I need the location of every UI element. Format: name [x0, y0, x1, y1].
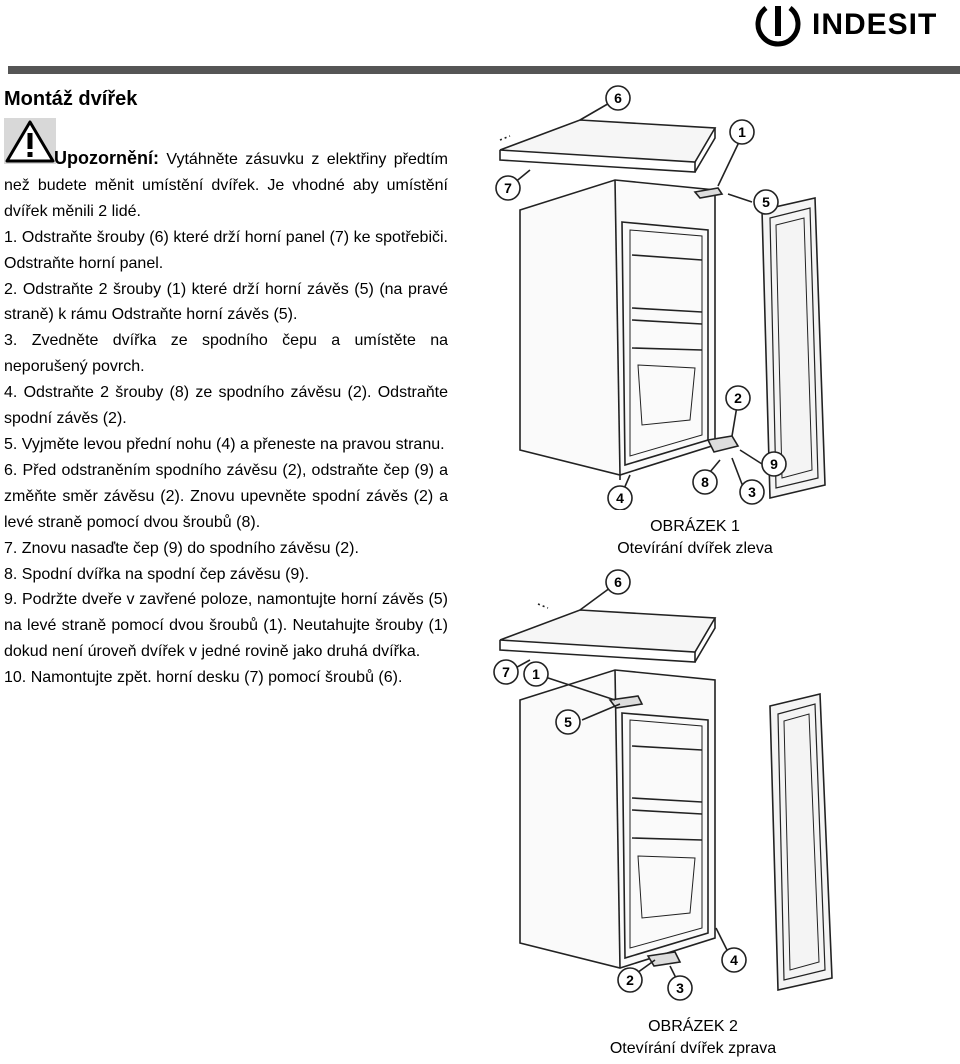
callout-4 [607, 485, 633, 510]
figure-2-subtitle: Otevírání dvířek zprava [609, 1040, 777, 1057]
callout-5 [555, 709, 581, 735]
step-1: 1. Odstraňte šrouby (6) které drží horní… [4, 228, 448, 272]
figure-1-subtitle: Otevírání dvířek zleva [617, 540, 773, 557]
figure-1-diagram: 6 7 1 5 2 9 8 3 4 [495, 85, 826, 510]
callout-4-label: 4 [616, 490, 624, 506]
step-10: 10. Namontujte zpět. horní desku (7) pom… [4, 669, 403, 687]
figure-1-callouts: 6 7 1 5 2 9 8 3 4 [495, 85, 787, 510]
callout-8 [692, 469, 718, 495]
callout-1 [729, 119, 755, 145]
warning-paragraph: Upozornění: Vytáhněte zásuvku z elektřin… [4, 146, 448, 225]
callout-2 [725, 385, 751, 411]
callout-2 [617, 967, 643, 993]
callout-7 [493, 659, 519, 685]
callout-2-label: 2 [734, 390, 742, 406]
warning-text: Vytáhněte zásuvku z elektřiny předtím ne… [4, 151, 448, 220]
callout-3-label: 3 [748, 484, 756, 500]
step-3: 3. Zvedněte dvířka ze spodního čepu a um… [4, 332, 448, 376]
callout-5-label: 5 [564, 714, 572, 730]
figure-2-caption: OBRÁZEK 2 Otevírání dvířek zprava [588, 1016, 798, 1060]
callout-3-label: 3 [676, 980, 684, 996]
figure-1-caption: OBRÁZEK 1 Otevírání dvířek zleva [590, 516, 800, 560]
section-title: Montáž dvířek [4, 88, 138, 110]
callout-8-label: 8 [701, 474, 709, 490]
callout-6 [605, 85, 631, 111]
callout-4 [721, 947, 747, 973]
callout-6-label: 6 [614, 90, 622, 106]
instructions: Upozornění: Vytáhněte zásuvku z elektřin… [4, 146, 448, 691]
callout-6-label: 6 [614, 574, 622, 590]
callout-1-label: 1 [738, 124, 746, 140]
step-6: 6. Před odstraněním spodního závěsu (2),… [4, 461, 448, 531]
step-9: 9. Podržte dveře v zavřené poloze, namon… [4, 591, 448, 661]
callout-7-label: 7 [502, 664, 510, 680]
callout-6 [605, 569, 631, 595]
callout-5 [753, 189, 779, 215]
callout-1-label: 1 [532, 666, 540, 682]
header-divider [8, 66, 960, 74]
step-2: 2. Odstraňte 2 šrouby (1) které drží hor… [4, 280, 448, 324]
step-7: 7. Znovu nasaďte čep (9) do spodního záv… [4, 539, 359, 557]
callout-3 [739, 479, 765, 505]
callout-1 [523, 661, 549, 687]
brand-mark-icon [755, 6, 801, 47]
callout-5-label: 5 [762, 194, 770, 210]
warning-icon [4, 118, 56, 164]
step-5: 5. Vyjměte levou přední nohu (4) a přene… [4, 435, 445, 453]
indesit-logo [752, 2, 952, 52]
figure-2-title: OBRÁZEK 2 [648, 1018, 738, 1035]
callout-9 [761, 451, 787, 477]
callout-7 [495, 175, 521, 201]
step-4: 4. Odstraňte 2 šrouby (8) ze spodního zá… [4, 384, 448, 428]
callout-4-label: 4 [730, 952, 738, 968]
callout-7-label: 7 [504, 180, 512, 196]
callout-3 [667, 975, 693, 1001]
figure-1-title: OBRÁZEK 1 [650, 518, 740, 535]
step-8: 8. Spodní dvířka na spodní čep závěsu (9… [4, 565, 310, 583]
figure-2-callouts: 6 7 1 5 4 2 3 [493, 569, 747, 1001]
brand-name: INDESIT [812, 8, 938, 41]
figure-2-diagram: 6 7 1 5 4 2 3 [493, 569, 833, 1001]
warning-label: Upozornění: [54, 148, 159, 168]
callout-9-label: 9 [770, 456, 778, 472]
callout-2-label: 2 [626, 972, 634, 988]
